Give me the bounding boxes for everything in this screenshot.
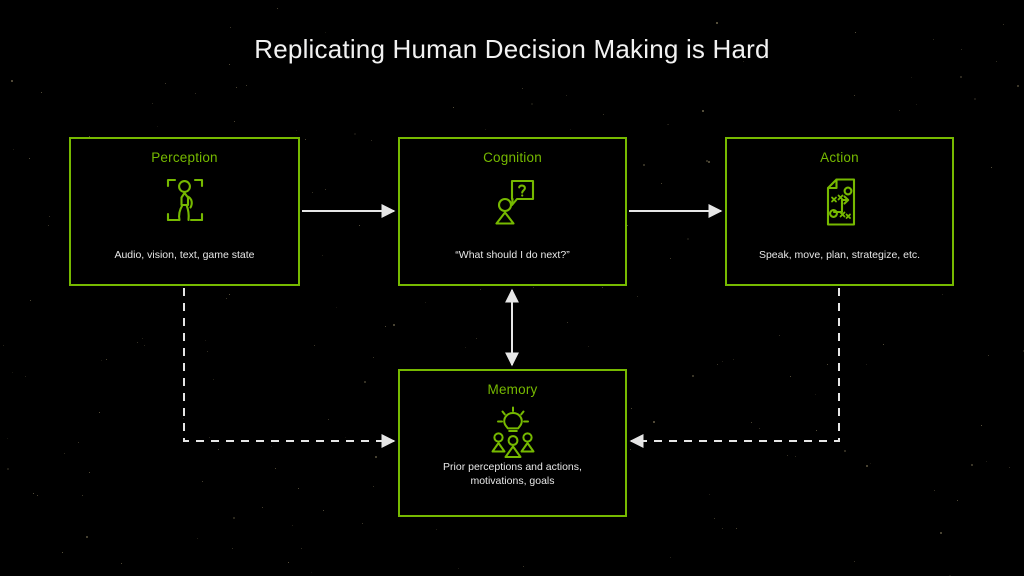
page-title: Replicating Human Decision Making is Har… bbox=[254, 34, 770, 64]
person-question-speech-bubble-icon bbox=[485, 174, 541, 230]
box-memory-caption-line1: Prior perceptions and actions, bbox=[443, 461, 582, 474]
box-memory-caption-line2: motivations, goals bbox=[470, 475, 555, 488]
strategy-playbook-icon bbox=[812, 174, 868, 230]
box-memory[interactable]: Memory bbox=[398, 369, 627, 517]
lightbulb-people-idea-icon bbox=[485, 406, 541, 462]
box-memory-caption: Prior perceptions and actions, motivatio… bbox=[400, 461, 625, 489]
box-perception-title: Perception bbox=[151, 150, 218, 165]
box-action-caption: Speak, move, plan, strategize, etc. bbox=[758, 249, 921, 262]
box-cognition-caption: “What should I do next?” bbox=[455, 249, 570, 262]
box-action-title: Action bbox=[820, 150, 859, 165]
box-action[interactable]: Action Spea bbox=[725, 137, 954, 286]
box-cognition[interactable]: Cognition “What should I do next?” bbox=[398, 137, 627, 286]
dashed-arrow-perception-to-memory bbox=[183, 288, 396, 448]
dashed-arrow-action-to-memory bbox=[629, 288, 840, 448]
box-cognition-title: Cognition bbox=[483, 150, 542, 165]
box-perception-caption: Audio, vision, text, game state bbox=[114, 249, 255, 262]
box-perception[interactable]: Perception Audio, v bbox=[69, 137, 300, 286]
box-memory-title: Memory bbox=[487, 382, 538, 397]
person-walking-scan-icon bbox=[157, 174, 213, 230]
